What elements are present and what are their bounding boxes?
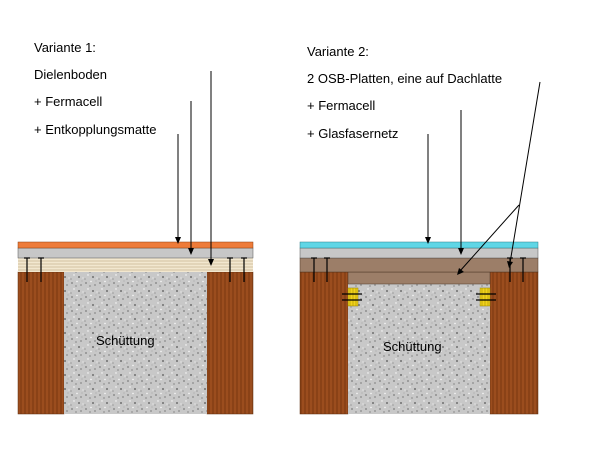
variant1-title: Variante 1:	[34, 40, 96, 55]
variant2-fermacell	[299, 247, 539, 259]
variant2-leader-lines	[425, 81, 541, 275]
variant1-entkopplungsmatte	[17, 241, 254, 249]
variant2-title: Variante 2:	[307, 44, 369, 59]
variant2-right-beam	[489, 271, 539, 415]
variant1-layer-fermacell: + Fermacell	[34, 94, 103, 109]
variant2-section	[299, 81, 541, 415]
variant2-dachlatte-left	[342, 287, 362, 307]
variant2-dachlatte-right	[476, 287, 496, 307]
variant1-layer-dielenboden: Dielenboden	[34, 67, 108, 82]
variant1-fill	[64, 272, 207, 414]
variant2-osb-lower	[347, 271, 491, 285]
variant1-section	[17, 71, 254, 415]
variant1-right-beam	[206, 271, 254, 415]
variant1-layer-entkopplungsmatte: + Entkopplungsmatte	[34, 122, 157, 137]
variant2-layer-fermacell: + Fermacell	[307, 98, 376, 113]
variant2-layer-osb: 2 OSB-Platten, eine auf Dachlatte	[307, 71, 503, 86]
variant1-left-beam	[17, 271, 65, 415]
variant2-fill	[348, 284, 490, 414]
variant2-left-beam	[299, 271, 349, 415]
variant2-layer-glasfasernetz: + Glasfasernetz	[307, 126, 399, 141]
variant1-leader-lines	[175, 71, 214, 266]
variant2-glasfasernetz	[299, 241, 539, 249]
variant1-screws	[24, 257, 247, 282]
variant1-dielen	[18, 258, 253, 272]
variant1-fermacell	[17, 247, 254, 259]
variant2-fill-label: Schüttung	[383, 339, 442, 354]
variant2-osb-upper	[299, 257, 539, 273]
variant1-fill-label: Schüttung	[96, 333, 155, 348]
